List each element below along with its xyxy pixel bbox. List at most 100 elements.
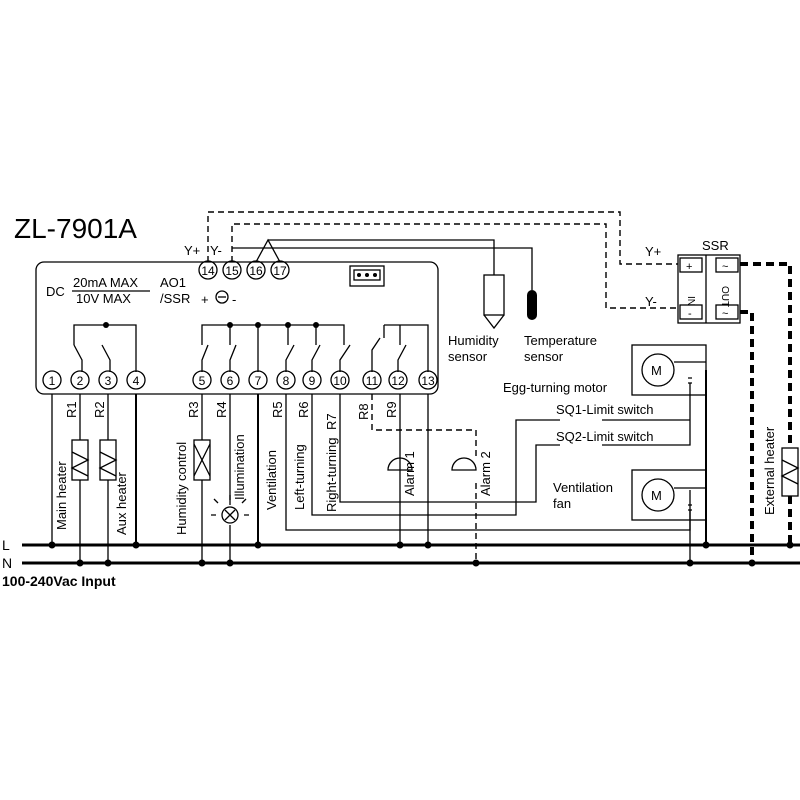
illumination-label: Illumination — [232, 434, 247, 500]
ao-minus: - — [232, 292, 236, 307]
terminal-number: 9 — [309, 374, 316, 388]
relay-r2-label: R2 — [92, 401, 107, 418]
ssr-in-label: IN — [685, 296, 696, 306]
fan-motor-m: M — [651, 488, 662, 503]
relay-r7-label: R7 — [324, 413, 339, 430]
model-title: ZL-7901A — [14, 213, 137, 244]
relay-r5-label: R5 — [270, 401, 285, 418]
terminal-8: 8 — [276, 370, 296, 390]
top-terminal-strip: 14 15 16 17 — [198, 260, 290, 280]
external-heater-label: External heater — [762, 426, 777, 515]
bus-junction-dot — [226, 559, 234, 567]
voltage-spec: 10V MAX — [76, 291, 131, 306]
ssr-minus: - — [688, 308, 692, 320]
terminal-5: 5 — [192, 370, 212, 390]
humidity-control-label: Humidity control — [174, 442, 189, 535]
alarm2-label: Alarm 2 — [478, 451, 493, 496]
external-heater-circuit: External heater — [740, 262, 800, 563]
bus-junction-dot — [76, 559, 84, 567]
bus-junctions — [48, 541, 794, 567]
ssr-y-plus-label: Y+ — [645, 244, 661, 259]
relay-r9-label: R9 — [384, 401, 399, 418]
dc-label: DC — [46, 284, 65, 299]
humidity-control-element — [193, 439, 211, 481]
neutral-label: N — [2, 555, 12, 571]
terminal-11: 11 — [362, 370, 382, 390]
terminal-y-plus: Y+ — [184, 243, 200, 258]
bus-junction-dot — [786, 541, 794, 549]
terminal-number: 5 — [199, 374, 206, 388]
terminal-10: 10 — [330, 370, 350, 390]
terminal-number: 8 — [283, 374, 290, 388]
terminal-7: 7 — [248, 370, 268, 390]
terminal-number: 2 — [77, 374, 84, 388]
relay-r8-label: R8 — [356, 403, 371, 420]
ssr-label: /SSR — [160, 291, 190, 306]
ventilation-fan: M Ventilation fan — [553, 469, 707, 563]
ssr-box — [677, 254, 741, 324]
terminal-number: 12 — [391, 374, 405, 388]
egg-motor-m: M — [651, 363, 662, 378]
terminal-15: 15 — [222, 260, 242, 280]
egg-turning-motor: M Egg-turning motor — [503, 344, 707, 545]
line-label: L — [2, 537, 10, 553]
main-heater-element — [71, 439, 89, 481]
sensors: Humidity sensor Temperature sensor — [232, 238, 597, 364]
ssr-y-minus-label: Y- — [645, 294, 657, 309]
fan-label-1: Ventilation — [553, 480, 613, 495]
bus-junction-dot — [132, 541, 140, 549]
terminal-6: 6 — [220, 370, 240, 390]
terminal-number: 13 — [421, 374, 435, 388]
terminal-13: 13 — [418, 370, 438, 390]
terminal-number: 11 — [366, 374, 379, 388]
terminal-3: 3 — [98, 370, 118, 390]
load-wiring — [51, 394, 691, 563]
humidity-sensor-label-1: Humidity — [448, 333, 499, 348]
humidity-sensor-label-2: sensor — [448, 349, 488, 364]
terminal-9: 9 — [302, 370, 322, 390]
alarm2-buzzer — [451, 457, 477, 471]
humidity-sensor-body — [483, 274, 505, 316]
terminal-number: 17 — [273, 264, 287, 278]
bus-junction-dot — [472, 559, 480, 567]
terminal-12: 12 — [388, 370, 408, 390]
current-spec: 20mA MAX — [73, 275, 138, 290]
terminal-number: 15 — [225, 264, 239, 278]
external-heater-element — [781, 447, 799, 497]
main-heater-label: Main heater — [54, 461, 69, 530]
terminal-number: 14 — [201, 264, 215, 278]
alarm1-label: Alarm 1 — [402, 451, 417, 496]
bus-junction-dot — [748, 559, 756, 567]
terminal-16: 16 — [246, 260, 266, 280]
ssr-ac1: ~ — [722, 261, 728, 273]
fan-label-2: fan — [553, 496, 571, 511]
terminal-number: 10 — [333, 374, 347, 388]
left-turning-label: Left-turning — [292, 444, 307, 510]
ssr-ac2: ~ — [722, 308, 728, 320]
bus-junction-dot — [424, 541, 432, 549]
sq1-label: SQ1-Limit switch — [556, 402, 654, 417]
sensor-connector — [349, 265, 385, 287]
terminal-number: 3 — [105, 374, 112, 388]
ao1-label: AO1 — [160, 275, 186, 290]
bus-junction-dot — [702, 541, 710, 549]
terminal-number: 16 — [249, 264, 263, 278]
bus-junction-dot — [686, 559, 694, 567]
terminal-2: 2 — [70, 370, 90, 390]
terminal-1: 1 — [42, 370, 62, 390]
lamp-icon — [221, 506, 239, 524]
relay-r3-label: R3 — [186, 401, 201, 418]
terminal-4: 4 — [126, 370, 146, 390]
analog-output-spec: DC 20mA MAX 10V MAX AO1 /SSR + - — [46, 275, 236, 307]
bus-junction-dot — [104, 559, 112, 567]
terminal-y-minus: Y- — [210, 243, 222, 258]
bus-junction-dot — [396, 541, 404, 549]
temperature-sensor-probe — [527, 290, 537, 320]
terminal-number: 4 — [133, 374, 140, 388]
relay-r4-label: R4 — [214, 401, 229, 418]
ssr-control-wires: Y+ Y- — [207, 211, 678, 309]
aux-heater-label: Aux heater — [114, 471, 129, 535]
ssr-out-label: OUT — [719, 286, 730, 307]
terminal-17: 17 — [270, 260, 290, 280]
